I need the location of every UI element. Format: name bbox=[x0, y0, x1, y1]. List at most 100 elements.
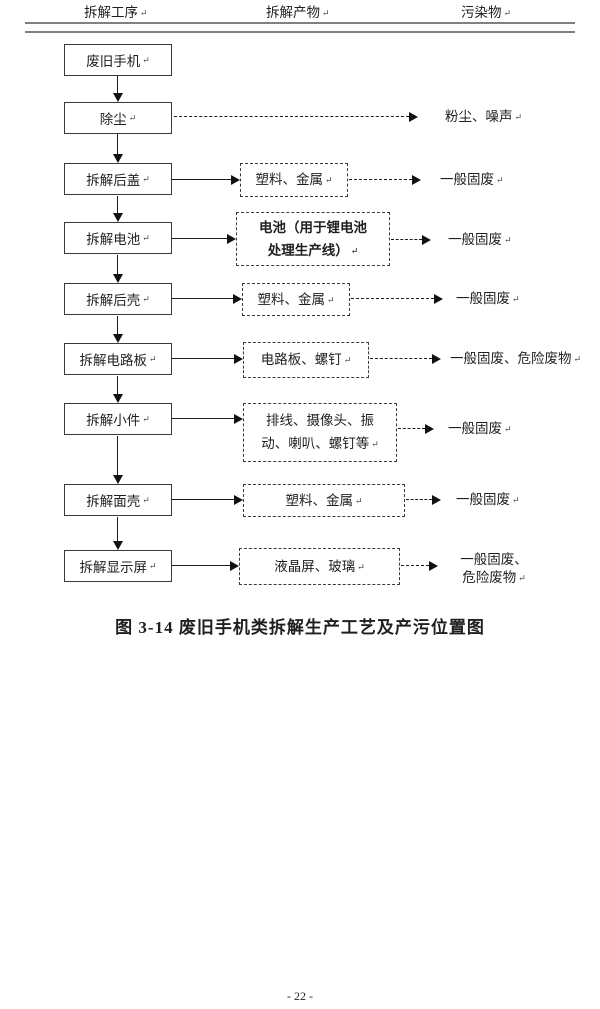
return-mark-icon: ↵ bbox=[142, 293, 150, 304]
dashed-arrow-line bbox=[401, 565, 429, 566]
process-box-small-parts: 拆解小件↵ bbox=[64, 403, 172, 435]
dashed-arrow-line bbox=[174, 116, 409, 117]
product-box-rear-shell: 塑料、金属↵ bbox=[242, 283, 350, 316]
dashed-arrow-line bbox=[351, 298, 434, 299]
down-arrow-line bbox=[117, 436, 118, 476]
return-mark-icon: ↵ bbox=[142, 413, 150, 424]
dashed-arrow-line bbox=[406, 499, 432, 500]
product-label: 排线、摄像头、振 动、喇叭、螺钉等 bbox=[261, 413, 374, 451]
down-arrowhead-icon bbox=[113, 334, 123, 343]
return-mark-icon: ↵ bbox=[504, 235, 512, 245]
process-label: 拆解后盖 bbox=[86, 173, 141, 188]
pollutant-label-dust-noise: 粉尘、噪声↵ bbox=[445, 108, 522, 126]
product-label: 电池（用于锂电池 处理生产线） bbox=[259, 219, 367, 258]
process-label: 拆解电池 bbox=[86, 232, 141, 247]
return-mark-icon: ↵ bbox=[514, 112, 523, 122]
pollutant-text: 粉尘、噪声 bbox=[445, 109, 513, 124]
right-arrowhead-icon bbox=[409, 112, 418, 122]
product-box-small-parts: 排线、摄像头、振 动、喇叭、螺钉等↵ bbox=[243, 403, 397, 462]
product-label: 塑料、金属 bbox=[255, 172, 323, 187]
return-mark-icon: ↵ bbox=[148, 560, 157, 571]
column-header-pollutant: 污染物↵ bbox=[461, 1, 511, 21]
product-label: 塑料、金属 bbox=[285, 492, 353, 508]
right-arrowhead-icon bbox=[429, 561, 438, 571]
return-mark-icon: ↵ bbox=[512, 294, 520, 304]
pollutant-label-general-hazardous-2: 一般固废、 危险废物↵ bbox=[452, 551, 536, 587]
right-arrowhead-icon bbox=[227, 234, 236, 244]
pollutant-label-general-4: 一般固废↵ bbox=[448, 420, 512, 438]
down-arrow-line bbox=[117, 134, 118, 155]
down-arrowhead-icon bbox=[113, 154, 123, 163]
product-box-front-shell: 塑料、金属↵ bbox=[243, 484, 405, 517]
process-label: 拆解小件 bbox=[86, 413, 141, 428]
dashed-arrow-line bbox=[398, 428, 425, 429]
return-mark-icon: ↵ bbox=[496, 175, 504, 185]
right-arrowhead-icon bbox=[234, 354, 243, 364]
product-box-back-cover: 塑料、金属↵ bbox=[240, 163, 348, 197]
figure-caption: 图 3-14 废旧手机类拆解生产工艺及产污位置图 bbox=[115, 618, 485, 637]
process-label: 拆解显示屏 bbox=[79, 560, 147, 575]
right-arrowhead-icon bbox=[434, 294, 443, 304]
return-mark-icon: ↵ bbox=[354, 495, 363, 506]
down-arrow-line bbox=[117, 376, 118, 395]
double-rule-bottom bbox=[25, 31, 575, 33]
down-arrowhead-icon bbox=[113, 213, 123, 222]
down-arrow-line bbox=[117, 316, 118, 335]
right-arrowhead-icon bbox=[234, 495, 243, 505]
return-mark-icon: ↵ bbox=[326, 294, 335, 305]
return-mark-icon: ↵ bbox=[512, 495, 520, 505]
pollutant-text: 一般固废、 危险废物 bbox=[460, 552, 528, 585]
process-label: 除尘 bbox=[99, 112, 127, 127]
pollutant-text: 一般固废 bbox=[456, 492, 510, 507]
process-box-back-cover: 拆解后盖↵ bbox=[64, 163, 172, 195]
right-arrowhead-icon bbox=[231, 175, 240, 185]
return-mark-icon: ↵ bbox=[573, 354, 582, 364]
pollutant-label-general-hazardous: 一般固废、危险废物↵ bbox=[450, 350, 581, 368]
right-arrow-line bbox=[172, 358, 234, 359]
product-label: 电路板、螺钉 bbox=[260, 352, 342, 367]
return-mark-icon: ↵ bbox=[503, 8, 512, 18]
column-header-product: 拆解产物↵ bbox=[266, 1, 330, 21]
dashed-arrow-line bbox=[391, 239, 422, 240]
return-mark-icon: ↵ bbox=[324, 175, 333, 185]
process-box-circuit-board: 拆解电路板↵ bbox=[64, 343, 172, 375]
return-mark-icon: ↵ bbox=[148, 353, 157, 364]
right-arrow-line bbox=[172, 499, 234, 500]
right-arrowhead-icon bbox=[422, 235, 431, 245]
dashed-arrow-line bbox=[349, 179, 412, 180]
down-arrow-line bbox=[117, 255, 118, 275]
right-arrowhead-icon bbox=[234, 414, 243, 424]
down-arrowhead-icon bbox=[113, 274, 123, 283]
right-arrow-line bbox=[172, 565, 230, 566]
down-arrowhead-icon bbox=[113, 394, 123, 403]
process-box-front-shell: 拆解面壳↵ bbox=[64, 484, 172, 516]
return-mark-icon: ↵ bbox=[142, 173, 150, 184]
down-arrow-line bbox=[117, 76, 118, 94]
down-arrowhead-icon bbox=[113, 541, 123, 550]
process-box-battery: 拆解电池↵ bbox=[64, 222, 172, 254]
column-header-product-label: 拆解产物 bbox=[266, 5, 320, 20]
right-arrow-line bbox=[172, 238, 227, 239]
pollutant-label-general-3: 一般固废↵ bbox=[456, 290, 520, 308]
process-label: 废旧手机 bbox=[86, 54, 141, 69]
right-arrow-line bbox=[172, 298, 233, 299]
return-mark-icon: ↵ bbox=[343, 355, 352, 365]
down-arrow-line bbox=[117, 196, 118, 214]
process-box-waste-phone: 废旧手机↵ bbox=[64, 44, 172, 76]
return-mark-icon: ↵ bbox=[371, 439, 379, 449]
process-box-display: 拆解显示屏↵ bbox=[64, 550, 172, 582]
column-header-process: 拆解工序↵ bbox=[84, 1, 148, 21]
product-box-display: 液晶屏、玻璃↵ bbox=[239, 548, 400, 585]
right-arrowhead-icon bbox=[432, 495, 441, 505]
process-label: 拆解后壳 bbox=[86, 293, 141, 308]
return-mark-icon: ↵ bbox=[357, 561, 365, 572]
return-mark-icon: ↵ bbox=[142, 54, 150, 65]
page-number: - 22 - bbox=[287, 989, 313, 1003]
column-header-pollutant-label: 污染物 bbox=[461, 5, 502, 20]
pollutant-text: 一般固废 bbox=[440, 172, 494, 187]
right-arrow-line bbox=[172, 179, 231, 180]
down-arrow-line bbox=[117, 517, 118, 542]
down-arrowhead-icon bbox=[113, 475, 123, 484]
return-mark-icon: ↵ bbox=[322, 8, 330, 18]
